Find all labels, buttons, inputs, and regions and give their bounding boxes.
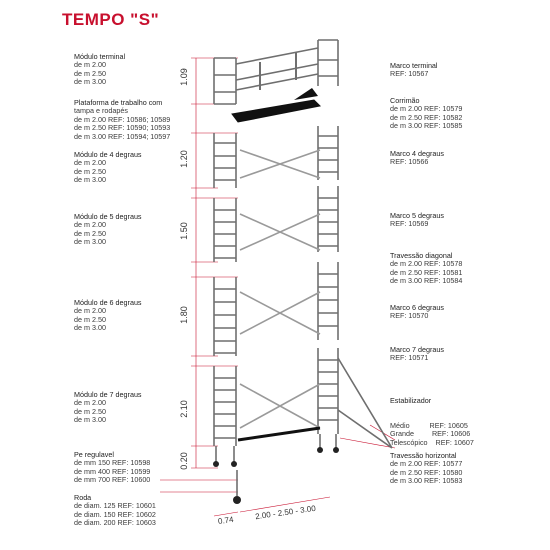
label-plataforma: Plataforma de trabalho com tampa e rodap… [74,98,171,141]
diagonal-brace [239,149,321,179]
module-4-frame-left [213,133,237,188]
scaffold-frames [213,39,393,462]
module-4-frame-right [317,126,339,180]
dimension-lines [160,57,396,517]
horizontal-brace [237,426,321,442]
module-7-frame-left [213,366,237,446]
guardrail [235,47,319,91]
module-6-frame-left [213,277,237,356]
platform-hatch [294,88,318,100]
adjustable-feet [215,434,337,462]
module-5-frame-right [317,186,339,252]
label-travessao-horizontal: Travessão horizontal de m 2.00 REF: 1057… [390,451,463,486]
wheels [213,447,339,504]
stabilizer [337,357,393,449]
page-title: TEMPO "S" [62,10,160,29]
module-7-frame-right [317,348,339,434]
single-wheel [233,496,241,504]
terminal-frame-right [317,39,339,86]
platform [231,99,322,123]
terminal-frame-left [213,57,237,105]
module-6-frame-right [317,262,339,340]
module-5-frame-left [213,198,237,262]
